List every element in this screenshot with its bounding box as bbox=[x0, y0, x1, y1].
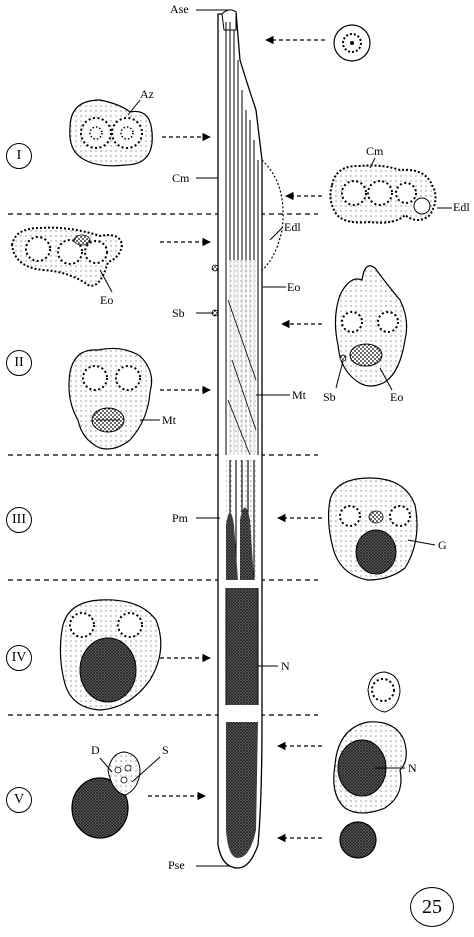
label-s: S bbox=[162, 743, 169, 757]
stage-dividers bbox=[8, 213, 318, 716]
stage-label-1: I bbox=[6, 143, 32, 169]
label-eo-right: Eo bbox=[390, 390, 404, 404]
label-eo-mid: Eo bbox=[287, 280, 301, 294]
label-sb-left: Sb bbox=[172, 306, 185, 320]
label-n-mid: N bbox=[281, 659, 290, 673]
label-mt-left: Mt bbox=[162, 413, 177, 427]
label-edl-right: Edl bbox=[453, 200, 470, 214]
stage-label-5: V bbox=[6, 787, 32, 813]
label-pse: Pse bbox=[168, 858, 185, 872]
cell-stage-1-right bbox=[329, 164, 437, 224]
label-cm-left: Cm bbox=[172, 171, 190, 185]
label-az: Az bbox=[140, 87, 154, 101]
stage-label-3: III bbox=[6, 507, 32, 533]
leader-lines bbox=[99, 9, 452, 867]
arrows bbox=[148, 35, 325, 843]
cell-stage-1-left bbox=[69, 99, 153, 167]
cell-top-right bbox=[333, 24, 371, 62]
stage-label-2: II bbox=[6, 350, 32, 376]
cell-stage-4-left bbox=[59, 599, 162, 711]
cell-stage-5-left bbox=[71, 751, 141, 839]
label-ase: Ase bbox=[170, 2, 189, 16]
stage-label-4: IV bbox=[6, 645, 32, 671]
cell-stage-3-right bbox=[327, 477, 418, 581]
cell-stage-2-left-lower bbox=[68, 347, 153, 450]
cell-stage-2-right bbox=[334, 265, 408, 387]
label-g: G bbox=[438, 538, 447, 552]
label-n-right: N bbox=[408, 761, 417, 775]
cell-stage-5-right bbox=[333, 671, 407, 859]
label-mt-mid: Mt bbox=[292, 388, 307, 402]
label-edl-mid: Edl bbox=[284, 220, 301, 234]
central-sperm bbox=[211, 9, 284, 869]
label-cm-right: Cm bbox=[366, 144, 384, 158]
label-eo-left: Eo bbox=[100, 293, 114, 307]
label-sb-right: Sb bbox=[323, 390, 336, 404]
label-pm: Pm bbox=[172, 511, 189, 525]
plate-number: 25 bbox=[410, 887, 454, 927]
cell-stage-2-left-upper bbox=[10, 226, 124, 287]
label-d: D bbox=[91, 743, 100, 757]
